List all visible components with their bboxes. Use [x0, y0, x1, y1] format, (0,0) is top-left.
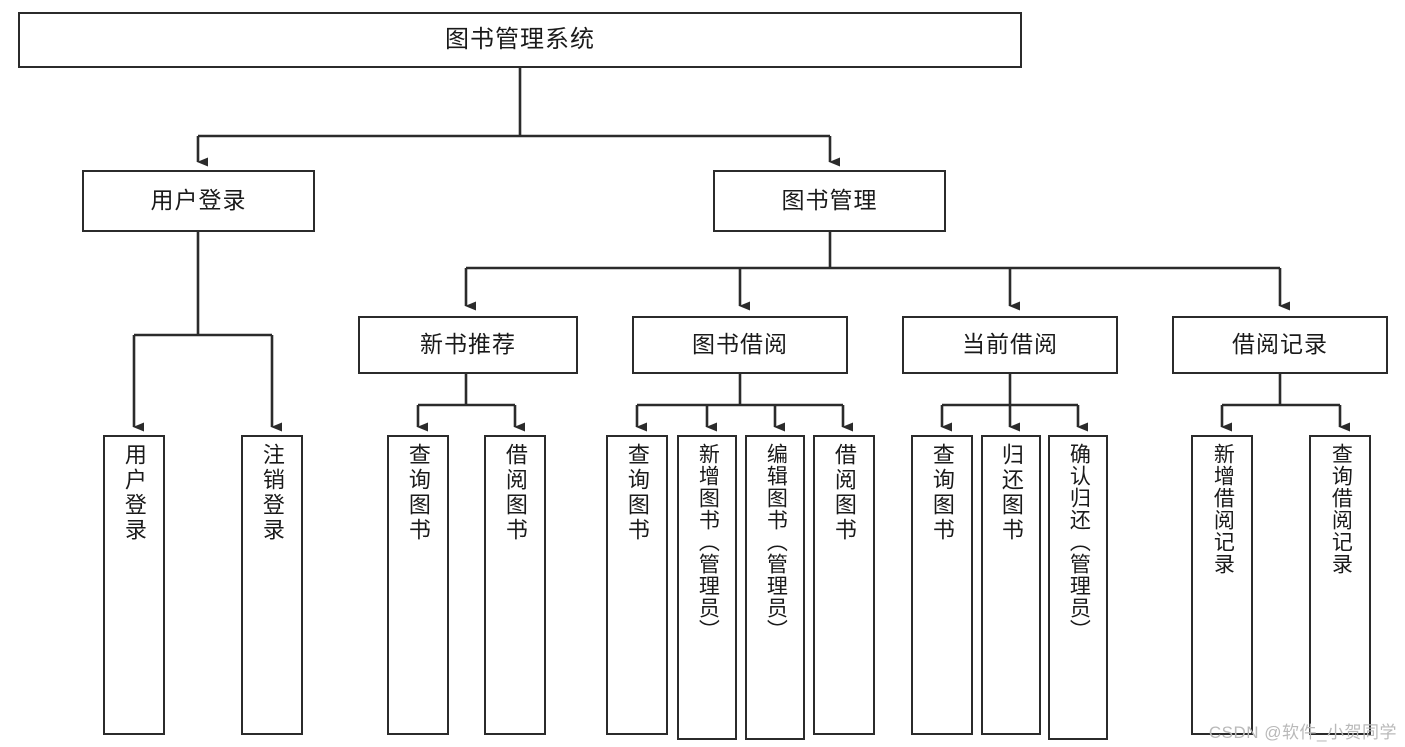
node-label: 图书借阅 — [692, 331, 788, 358]
node-label: 归还图书 — [998, 443, 1024, 543]
node-user-login[interactable]: 用户登录 — [82, 170, 315, 232]
node-leaf-add-book-admin[interactable]: 新增图书（管理员） — [677, 435, 737, 740]
node-leaf-query-borrow-record[interactable]: 查询借阅记录 — [1309, 435, 1371, 735]
watermark: CSDN @软件_小贺同学 — [1208, 723, 1397, 742]
node-label: 用户登录 — [121, 443, 147, 543]
node-label: 图书管理 — [781, 187, 878, 214]
node-label: 查询借阅记录 — [1329, 443, 1353, 575]
node-current-borrow[interactable]: 当前借阅 — [902, 316, 1118, 374]
node-label: 当前借阅 — [962, 331, 1058, 358]
node-label: 查询图书 — [405, 443, 431, 543]
node-label: 新书推荐 — [420, 331, 516, 358]
node-label: 用户登录 — [150, 187, 247, 214]
node-leaf-borrow-book-recommend[interactable]: 借阅图书 — [484, 435, 546, 735]
node-label: 确认归还（管理员） — [1067, 443, 1091, 641]
node-label: 新增图书（管理员） — [696, 443, 720, 641]
node-root-system[interactable]: 图书管理系统 — [18, 12, 1022, 68]
node-leaf-user-login[interactable]: 用户登录 — [103, 435, 165, 735]
node-label: 注销登录 — [259, 443, 285, 543]
node-label: 查询图书 — [929, 443, 955, 543]
node-leaf-add-borrow-record[interactable]: 新增借阅记录 — [1191, 435, 1253, 735]
node-label: 借阅记录 — [1232, 331, 1328, 358]
node-new-book-recommend[interactable]: 新书推荐 — [358, 316, 578, 374]
node-label: 查询图书 — [624, 443, 650, 543]
node-leaf-confirm-return-admin[interactable]: 确认归还（管理员） — [1048, 435, 1108, 740]
node-book-manage[interactable]: 图书管理 — [713, 170, 946, 232]
node-label: 编辑图书（管理员） — [764, 443, 788, 641]
node-label: 借阅图书 — [502, 443, 528, 543]
node-book-borrow[interactable]: 图书借阅 — [632, 316, 848, 374]
node-label: 借阅图书 — [831, 443, 857, 543]
node-borrow-record[interactable]: 借阅记录 — [1172, 316, 1388, 374]
node-label: 图书管理系统 — [445, 25, 595, 53]
node-leaf-query-book-recommend[interactable]: 查询图书 — [387, 435, 449, 735]
node-leaf-borrow-book[interactable]: 借阅图书 — [813, 435, 875, 735]
node-leaf-edit-book-admin[interactable]: 编辑图书（管理员） — [745, 435, 805, 740]
node-leaf-logout[interactable]: 注销登录 — [241, 435, 303, 735]
node-leaf-query-book-borrow[interactable]: 查询图书 — [606, 435, 668, 735]
node-leaf-return-book[interactable]: 归还图书 — [981, 435, 1041, 735]
node-leaf-query-book-current[interactable]: 查询图书 — [911, 435, 973, 735]
node-label: 新增借阅记录 — [1211, 443, 1235, 575]
